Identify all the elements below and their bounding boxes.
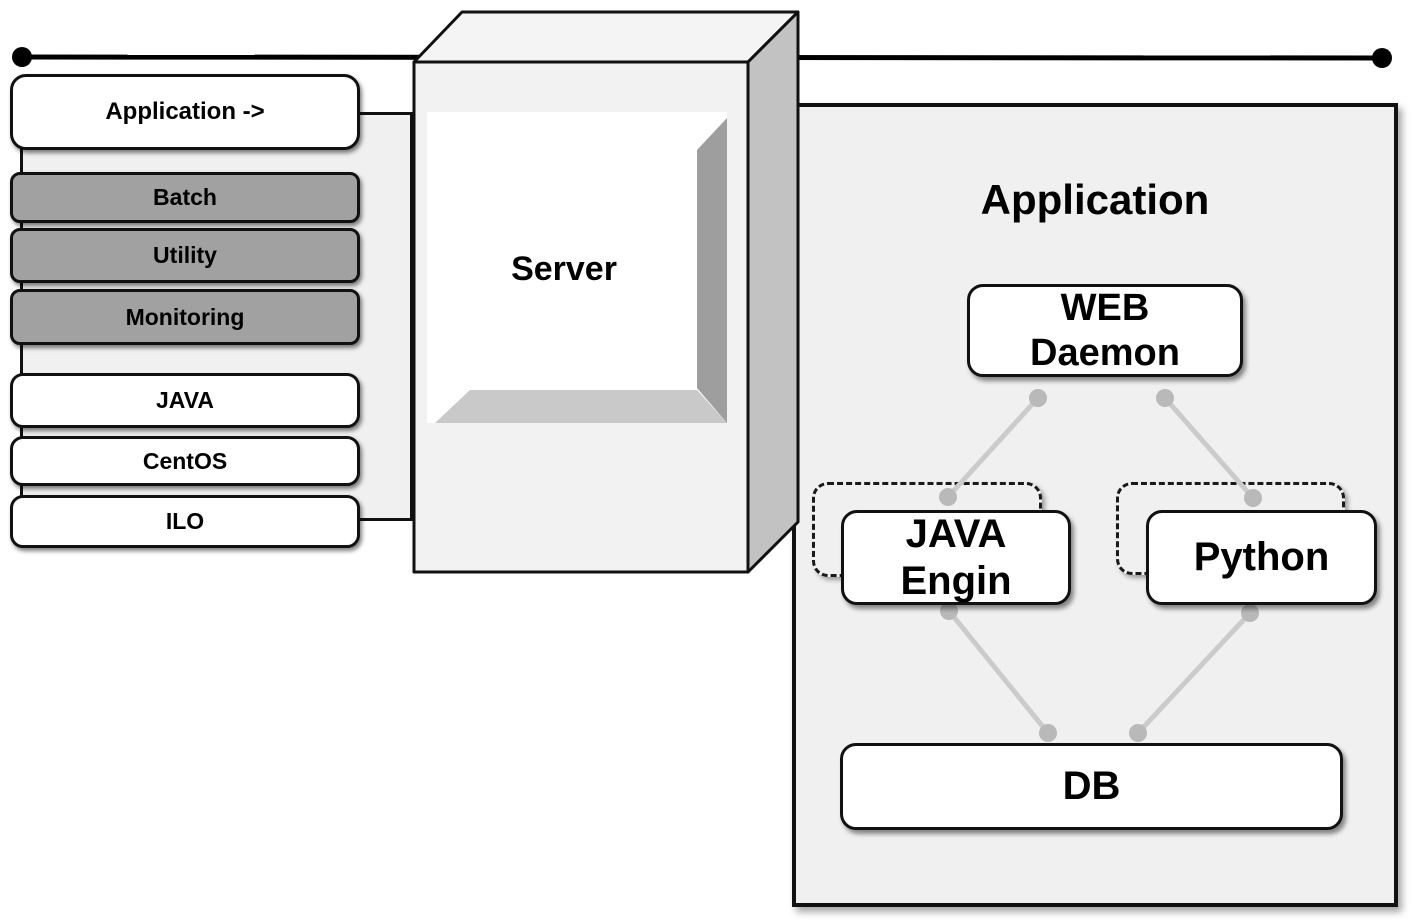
server-front-face <box>412 60 750 574</box>
stack-item-monitoring: Monitoring <box>10 289 360 345</box>
stack-item-utility: Utility <box>10 228 360 283</box>
stack-item-batch: Batch <box>10 172 360 223</box>
node-web-daemon: WEB Daemon <box>967 284 1243 377</box>
stack-item-ilo: ILO <box>10 495 360 548</box>
web-daemon-label-line2: Daemon <box>1030 331 1180 374</box>
bus-line <box>21 54 1383 61</box>
stack-item-application: Application -> <box>10 74 360 150</box>
server-right-face <box>746 10 800 574</box>
application-panel-title: Application <box>980 176 1210 223</box>
python-label: Python <box>1193 535 1330 579</box>
node-db: DB <box>840 743 1343 830</box>
stack-item-centos: CentOS <box>10 436 360 486</box>
node-python: Python <box>1146 510 1377 605</box>
web-daemon-label-line1: WEB <box>1060 286 1150 329</box>
bus-endpoint-right-dot <box>1372 48 1392 68</box>
db-label: DB <box>1062 764 1121 808</box>
server-inset-bottom-bevel <box>435 390 727 423</box>
node-java-engine: JAVA Engin <box>841 510 1071 605</box>
server-top-face <box>412 10 800 64</box>
java-engine-label-line2: Engin <box>900 558 1012 603</box>
java-engine-label-line1: JAVA <box>905 511 1007 556</box>
stack-item-java: JAVA <box>10 373 360 428</box>
bus-endpoint-left-dot <box>12 47 32 67</box>
server-label: Server <box>511 250 617 288</box>
